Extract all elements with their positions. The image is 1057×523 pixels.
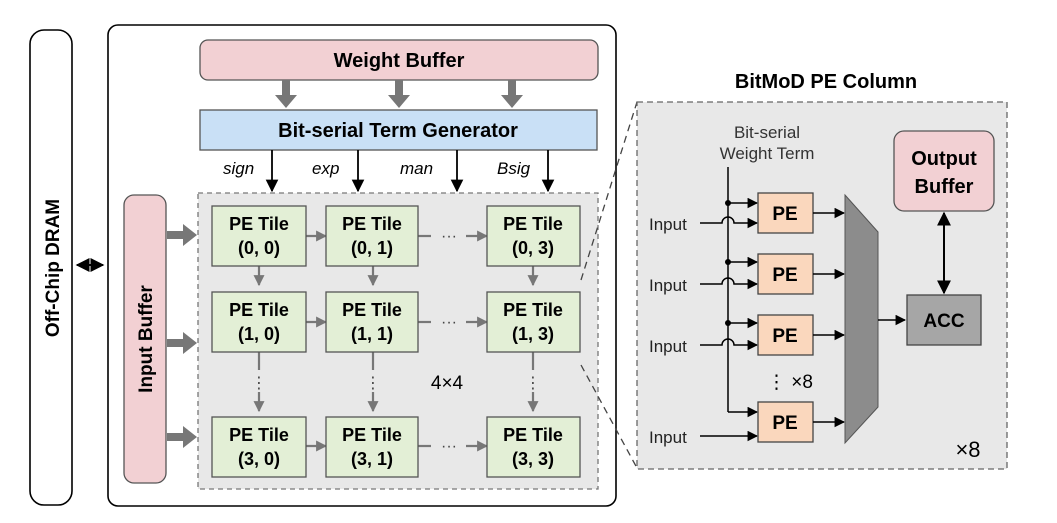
svg-text:(1, 3): (1, 3) bbox=[512, 324, 554, 344]
svg-text:PE Tile: PE Tile bbox=[342, 425, 402, 445]
signal-exp: exp bbox=[312, 159, 339, 178]
signal-bsig: Bsig bbox=[497, 159, 531, 178]
pe-tile-0-1: PE Tile (0, 1) bbox=[325, 205, 419, 267]
svg-text:(1, 1): (1, 1) bbox=[351, 324, 393, 344]
col0-ellipsis: ⋮ bbox=[251, 375, 267, 392]
row1-ellipsis: ··· bbox=[441, 314, 457, 331]
pe-1: PE bbox=[757, 253, 814, 295]
tile-vertical-arrows bbox=[253, 266, 539, 413]
zoom-lines bbox=[580, 101, 638, 469]
col1-ellipsis: ⋮ bbox=[365, 375, 381, 392]
off-chip-dram-label: Off-Chip DRAM bbox=[43, 199, 64, 337]
svg-text:(3, 0): (3, 0) bbox=[238, 449, 280, 469]
svg-text:PE Tile: PE Tile bbox=[503, 425, 563, 445]
off-chip-dram-box bbox=[29, 29, 73, 506]
input-label-0: Input bbox=[649, 215, 687, 234]
weight-buffer-label: Weight Buffer bbox=[334, 50, 465, 72]
pe-tile-3-3: PE Tile (3, 3) bbox=[486, 416, 581, 478]
weight-buffer-arrows bbox=[275, 80, 523, 108]
input-buffer-arrows bbox=[167, 224, 197, 448]
tile-horizontal-arrows bbox=[306, 230, 489, 452]
svg-text:(3, 1): (3, 1) bbox=[351, 449, 393, 469]
pe-2: PE bbox=[757, 314, 814, 356]
svg-text:PE Tile: PE Tile bbox=[342, 300, 402, 320]
svg-text:(1, 0): (1, 0) bbox=[238, 324, 280, 344]
input-label-2: Input bbox=[649, 337, 687, 356]
pe-tile-1-0: PE Tile (1, 0) bbox=[211, 291, 307, 353]
accumulator bbox=[906, 294, 982, 346]
adder-tree bbox=[844, 193, 879, 445]
pe-column-title: BitMoD PE Column bbox=[735, 71, 917, 93]
svg-text:PE Tile: PE Tile bbox=[229, 425, 289, 445]
svg-text:PE: PE bbox=[772, 413, 797, 434]
pe-tile-3-0: PE Tile (3, 0) bbox=[211, 416, 307, 478]
pe-3: PE bbox=[757, 401, 814, 443]
weight-term-label-line1: Bit-serial bbox=[734, 123, 800, 142]
pe-output-arrows bbox=[813, 207, 846, 428]
weight-term-label-line2: Weight Term bbox=[720, 144, 815, 163]
input-label-3: Input bbox=[649, 428, 687, 447]
signal-arrows bbox=[265, 150, 555, 193]
input-buffer bbox=[123, 194, 167, 484]
svg-text:PE: PE bbox=[772, 204, 797, 225]
array-size-label: 4×4 bbox=[431, 373, 464, 394]
input-lines bbox=[700, 216, 759, 442]
svg-text:(0, 3): (0, 3) bbox=[512, 238, 554, 258]
svg-text:PE Tile: PE Tile bbox=[342, 214, 402, 234]
svg-text:(0, 0): (0, 0) bbox=[238, 238, 280, 258]
input-buffer-label: Input Buffer bbox=[136, 285, 157, 393]
svg-text:PE: PE bbox=[772, 265, 797, 286]
col3-ellipsis: ⋮ bbox=[525, 375, 541, 392]
row0-ellipsis: ··· bbox=[441, 228, 457, 245]
svg-text:(0, 1): (0, 1) bbox=[351, 238, 393, 258]
pe-count-label: ⋮ ×8 bbox=[767, 372, 813, 393]
output-buffer-label-line1: Output bbox=[911, 148, 977, 170]
pe-tile-3-1: PE Tile (3, 1) bbox=[325, 416, 419, 478]
svg-text:PE: PE bbox=[772, 326, 797, 347]
pe-tile-1-3: PE Tile (1, 3) bbox=[486, 291, 581, 353]
svg-text:PE Tile: PE Tile bbox=[503, 214, 563, 234]
column-count-label: ×8 bbox=[955, 437, 980, 462]
row3-ellipsis: ··· bbox=[441, 438, 457, 455]
pe-0: PE bbox=[757, 192, 814, 234]
bus-junctions bbox=[725, 200, 731, 326]
svg-text:(3, 3): (3, 3) bbox=[512, 449, 554, 469]
svg-text:PE Tile: PE Tile bbox=[503, 300, 563, 320]
input-label-1: Input bbox=[649, 276, 687, 295]
weight-bus bbox=[727, 167, 759, 418]
output-buffer-label-line2: Buffer bbox=[915, 176, 974, 198]
accumulator-label: ACC bbox=[923, 311, 964, 332]
pe-tile-1-1: PE Tile (1, 1) bbox=[325, 291, 419, 353]
pe-tile-0-0: PE Tile (0, 0) bbox=[211, 205, 307, 267]
svg-text:PE Tile: PE Tile bbox=[229, 300, 289, 320]
output-buffer bbox=[893, 130, 995, 212]
term-generator-label: Bit-serial Term Generator bbox=[278, 120, 518, 142]
pe-tile-0-3: PE Tile (0, 3) bbox=[486, 205, 581, 267]
signal-sign: sign bbox=[223, 159, 254, 178]
term-generator bbox=[199, 109, 598, 151]
signal-man: man bbox=[400, 159, 433, 178]
svg-text:PE Tile: PE Tile bbox=[229, 214, 289, 234]
